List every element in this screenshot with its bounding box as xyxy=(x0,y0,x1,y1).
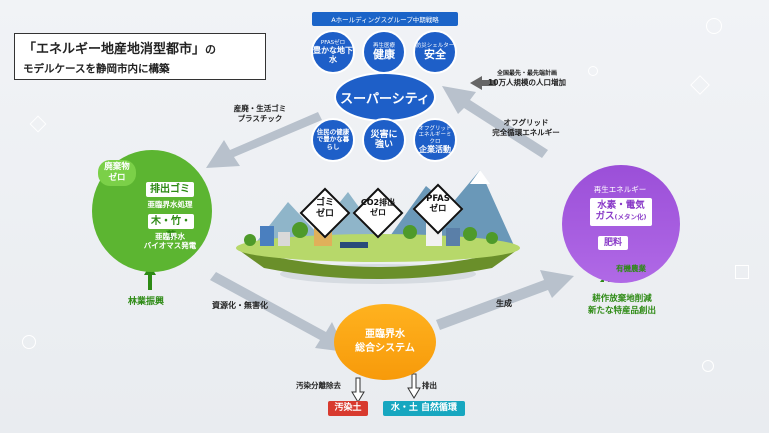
offgrid-line2: 完全循環エネルギー xyxy=(478,128,574,138)
biomass-power-text: 亜臨界水 バイオマス発電 xyxy=(128,232,212,251)
resource-label: 資源化・無害化 xyxy=(212,300,268,311)
discharged-garbage-box: 排出ゴミ xyxy=(146,182,194,197)
farmland-line1: 耕作放棄地削減 xyxy=(572,294,672,306)
diamond-text: PFAS ゼロ xyxy=(413,194,463,214)
fertilizer-box: 肥料 xyxy=(598,236,628,250)
waste-label: 産廃・生活ゴミ プラスチック xyxy=(220,104,300,124)
circle-main-label: 健康 xyxy=(373,49,395,62)
waste-line1: 産廃・生活ゴミ xyxy=(220,104,300,114)
offgrid-label: オフグリッド 完全循環エネルギー xyxy=(478,118,574,138)
title-line2: モデルケースを静岡市内に構築 xyxy=(23,61,257,76)
system-line1: 亜臨界水 xyxy=(355,328,415,343)
population-note-line2: 10万人規模の人口増加 xyxy=(482,78,572,88)
tree xyxy=(486,232,498,244)
circle-disaster: 災害に強い xyxy=(362,118,406,162)
offgrid-line1: オフグリッド xyxy=(478,118,574,128)
title-box: 「エネルギー地産地消型都市」の モデルケースを静岡市内に構築 xyxy=(14,33,266,80)
population-note: 全国最先・最先端計画 10万人規模の人口増加 xyxy=(482,70,572,88)
hydrogen-electric-gas-box: 水素・電気 ガス(メタン化) xyxy=(590,198,652,226)
gas-label: ガス xyxy=(596,211,615,222)
waste-zero-tag-line1: 廃棄物 xyxy=(104,162,130,173)
hydrogen-line1: 水素・電気 xyxy=(590,200,652,211)
biomass-line1: 亜臨界水 xyxy=(128,232,212,241)
waste-zero-tag-line2: ゼロ xyxy=(104,173,130,184)
diamond-line2: ゼロ xyxy=(413,204,463,214)
arrow-discharge-down xyxy=(408,374,420,398)
diamond-line1: PFAS xyxy=(413,194,463,204)
circle-lifestyle: 住民の健康で豊かな暮らし xyxy=(311,118,355,162)
waste-line2: プラスチック xyxy=(220,114,300,124)
diamond-co2-zero: CO2排出 ゼロ xyxy=(353,188,403,238)
subcritical-system-circle: 亜臨界水 総合システム xyxy=(334,304,436,380)
system-line2: 総合システム xyxy=(355,342,415,357)
tree xyxy=(463,227,477,241)
biomass-line2: バイオマス発電 xyxy=(128,241,212,250)
production-label: 生成 xyxy=(496,298,512,309)
renewable-energy-title: 再生エネルギー xyxy=(580,184,660,195)
circle-main-label: 住民の健康で豊かな暮らし xyxy=(313,129,353,151)
diamond-line1: ゴミ xyxy=(300,198,350,209)
circle-main-label: 企業活動 xyxy=(419,145,451,154)
farmland-line2: 新たな特産品創出 xyxy=(572,306,672,318)
circle-health: 再生医療健康 xyxy=(362,30,406,74)
diamond-garbage-zero: ゴミ ゼロ xyxy=(300,188,350,238)
circle-main-label: 災害に強い xyxy=(364,130,404,151)
discharge-label: 排出 xyxy=(422,380,437,391)
diamond-line1: CO2排出 xyxy=(353,198,403,208)
building xyxy=(278,232,290,246)
circle-small-label: オフグリッドエネルギーミクロ xyxy=(415,126,455,145)
diamond-pfas-zero: PFAS ゼロ xyxy=(413,184,463,234)
subcritical-water-treatment-text: 亜臨界水処理 xyxy=(132,200,208,209)
contaminated-soil-tag: 汚染土 xyxy=(328,401,368,416)
diamond-text: CO2排出 ゼロ xyxy=(353,198,403,217)
circle-main-label: 豊かな地下水 xyxy=(313,46,353,64)
arrow-pollution-up xyxy=(352,378,364,402)
waste-zero-tag: 廃棄物ゼロ xyxy=(98,160,136,186)
building xyxy=(260,226,274,246)
title-main: 「エネルギー地産地消型都市」 xyxy=(23,42,205,57)
forestry-label: 林業振興 xyxy=(128,294,164,307)
super-city-circle: スーパーシティ xyxy=(334,72,436,122)
title-suffix: の xyxy=(205,43,216,56)
group-label: Aホールディングスグループ中期戦略 xyxy=(312,12,458,26)
methane-note: (メタン化) xyxy=(615,213,647,221)
circle-main-label: 安全 xyxy=(416,49,455,62)
circle-safety: 防災シェルター安全 xyxy=(413,30,457,74)
title-line1: 「エネルギー地産地消型都市」の xyxy=(23,38,257,57)
natural-circulation-tag: 水・土 自然循環 xyxy=(383,401,465,416)
wood-bamboo-grass-box: 木・竹・草 xyxy=(148,214,194,229)
diamond-line2: ゼロ xyxy=(353,208,403,218)
mountain-snow xyxy=(470,170,490,184)
pollution-separation-label: 汚染分離除去 xyxy=(296,380,341,391)
diamond-line2: ゼロ xyxy=(300,209,350,220)
population-note-line1: 全国最先・最先端計画 xyxy=(482,70,572,78)
organic-farming-label: 有機農業 xyxy=(616,263,646,274)
farmland-note: 耕作放棄地削減 新たな特産品創出 xyxy=(572,294,672,318)
circle-business: オフグリッドエネルギーミクロ企業活動 xyxy=(413,118,457,162)
solar-panels xyxy=(340,242,368,248)
circle-groundwater: PFASゼロ豊かな地下水 xyxy=(311,30,355,74)
diamond-text: ゴミ ゼロ xyxy=(300,198,350,220)
tree xyxy=(244,234,256,246)
